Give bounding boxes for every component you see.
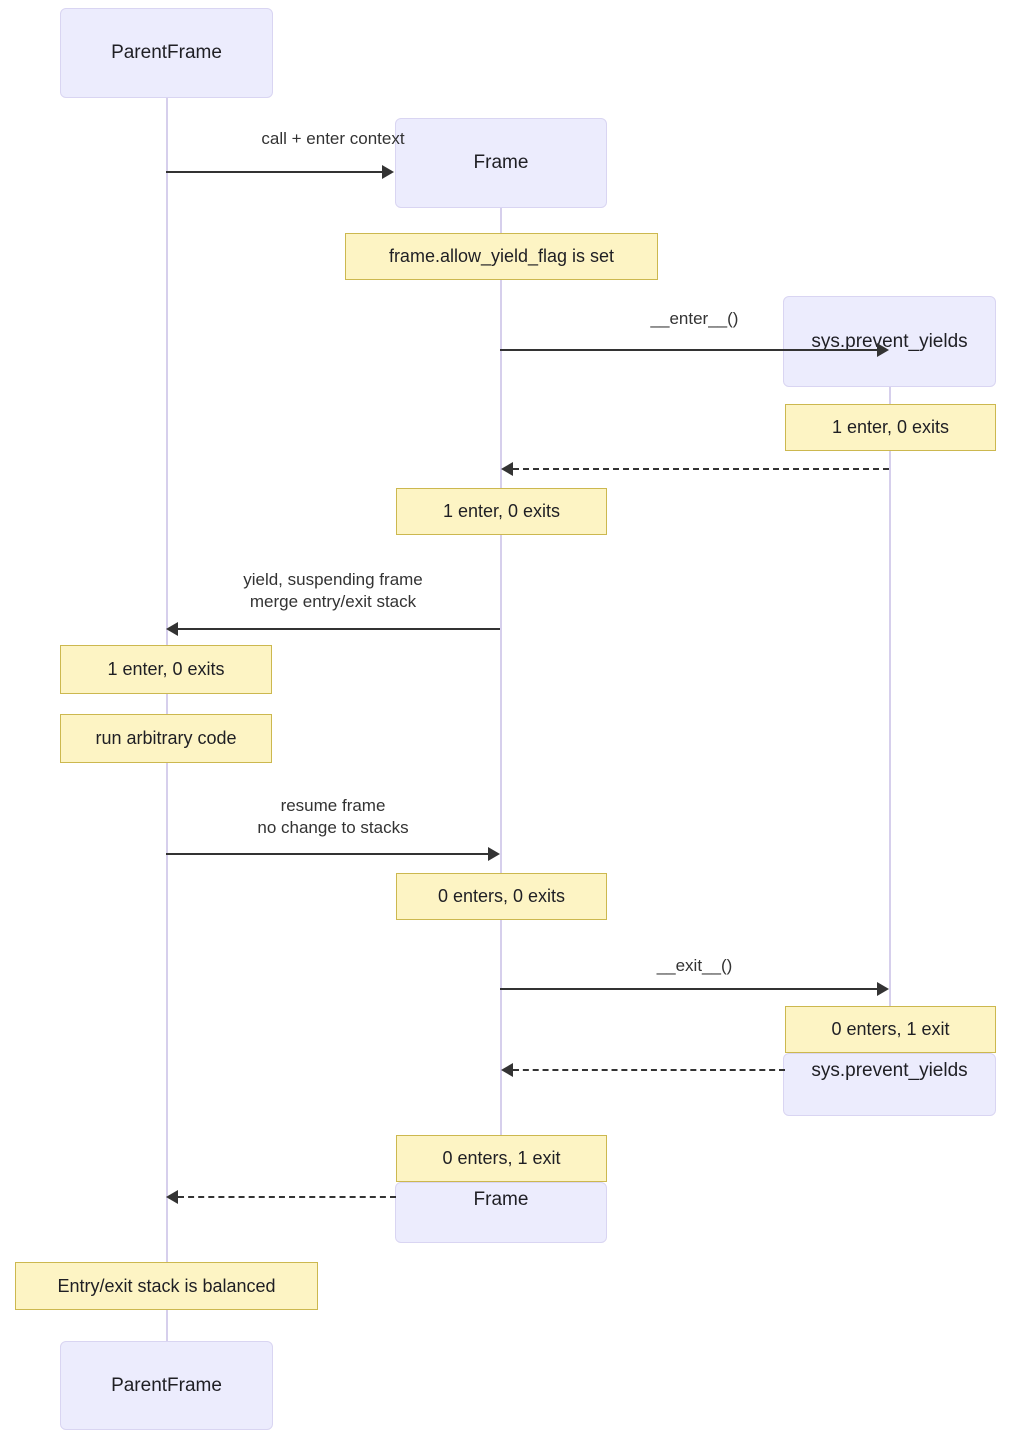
message-label-exit-call: __exit__(): [656, 956, 733, 975]
note-text: run arbitrary code: [95, 728, 237, 748]
message-line-call-enter-context: [166, 171, 382, 173]
participant-label: sys.prevent_yields: [811, 1060, 968, 1081]
participant-label: Frame: [473, 1189, 529, 1210]
message-line-frame-return: [178, 1196, 396, 1198]
message-label-call-enter-context: call + enter context: [261, 129, 405, 148]
note-text: 1 enter, 0 exits: [107, 659, 225, 679]
message-line-yield-suspend: [178, 628, 500, 630]
participant-frame-top[interactable]: Frame: [395, 118, 607, 208]
arrow-head-yield-suspend: [166, 622, 178, 636]
participant-label: Frame: [473, 152, 529, 173]
message-line-exit-return: [513, 1069, 785, 1071]
lifeline-prevent-yields: [889, 387, 891, 1056]
note-text: Entry/exit stack is balanced: [57, 1275, 276, 1296]
note-text: 1 enter, 0 exits: [831, 417, 950, 437]
message-line-enter-call: [500, 349, 877, 351]
note-prevent-yields-0enters-1exit: 0 enters, 1 exit: [785, 1006, 996, 1053]
message-label-resume-frame: resume frame no change to stacks: [257, 796, 409, 837]
note-text: 0 enters, 1 exit: [442, 1148, 561, 1168]
note-run-arbitrary-code: run arbitrary code: [60, 714, 272, 763]
arrow-head-resume-frame: [488, 847, 500, 861]
note-frame-1enter: 1 enter, 0 exits: [396, 488, 607, 535]
note-parent-1enter: 1 enter, 0 exits: [60, 645, 272, 694]
arrow-head-enter-return: [501, 462, 513, 476]
message-line-resume-frame: [166, 853, 488, 855]
participant-prevent-yields-top[interactable]: sys.prevent_yields: [783, 296, 996, 387]
participant-prevent-yields-bottom[interactable]: sys.prevent_yields: [783, 1053, 996, 1116]
arrow-head-exit-call: [877, 982, 889, 996]
message-label-enter-call: __enter__(): [650, 309, 739, 328]
participant-frame-bottom[interactable]: Frame: [395, 1182, 607, 1243]
participant-parentframe-top[interactable]: ParentFrame: [60, 8, 273, 98]
note-prevent-yields-1enter: 1 enter, 0 exits: [785, 404, 996, 451]
message-label-yield-suspend: yield, suspending frame merge entry/exit…: [243, 570, 423, 611]
note-text: 1 enter, 0 exits: [442, 501, 561, 521]
note-text: frame.allow_yield_flag is set: [388, 246, 615, 266]
message-line-exit-call: [500, 988, 877, 990]
participant-parentframe-bottom[interactable]: ParentFrame: [60, 1341, 273, 1430]
note-frame-0enters-0exits: 0 enters, 0 exits: [396, 873, 607, 920]
participant-label: sys.prevent_yields: [811, 330, 968, 352]
arrow-head-exit-return: [501, 1063, 513, 1077]
arrow-head-frame-return: [166, 1190, 178, 1204]
arrow-head-call-enter-context: [382, 165, 394, 179]
lifeline-frame: [500, 208, 502, 1184]
note-text: 0 enters, 1 exit: [831, 1019, 950, 1039]
participant-label: ParentFrame: [111, 1374, 222, 1396]
participant-label: ParentFrame: [111, 42, 222, 63]
note-text: 0 enters, 0 exits: [437, 886, 566, 906]
arrow-head-enter-call: [877, 343, 889, 357]
message-line-enter-return: [513, 468, 889, 470]
note-allow-yield-flag: frame.allow_yield_flag is set: [345, 233, 658, 280]
note-stack-balanced: Entry/exit stack is balanced: [15, 1262, 318, 1310]
note-frame-0enters-1exit: 0 enters, 1 exit: [396, 1135, 607, 1182]
